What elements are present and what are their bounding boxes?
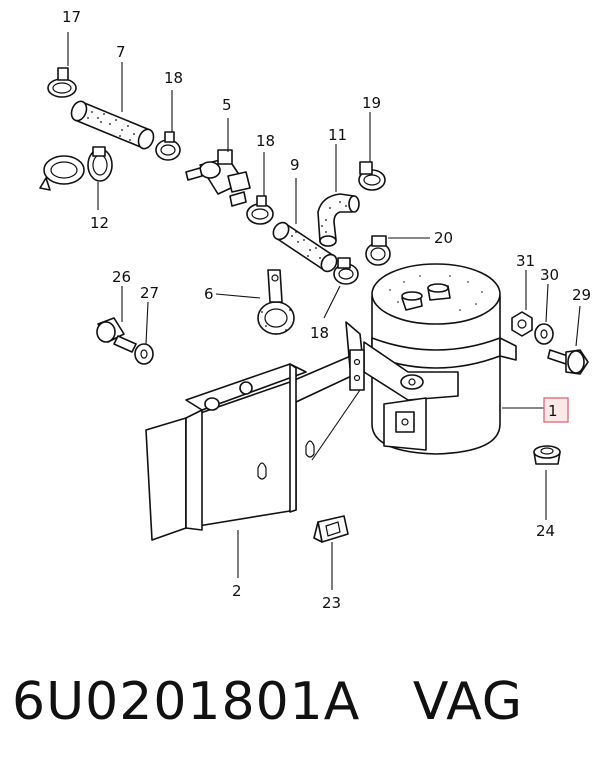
callout-31: 31	[516, 252, 535, 270]
part-6-strap-clamp	[257, 269, 295, 335]
callout-9: 9	[290, 156, 300, 174]
callout-2: 2	[232, 582, 242, 600]
part-12-clamps	[39, 146, 113, 191]
part-23-clip	[313, 515, 349, 543]
part-24-grommet	[533, 445, 561, 465]
callout-1: 1	[548, 402, 558, 420]
callout-23: 23	[322, 594, 341, 612]
callout-11: 11	[328, 126, 347, 144]
callout-1-highlight-box	[543, 397, 569, 423]
part-18-hose-clamp-lower	[333, 257, 359, 285]
part-17-hose-clamp	[47, 67, 77, 98]
callout-20: 20	[434, 229, 453, 247]
part-19-hose-clamp	[358, 161, 386, 191]
callout-18-middle: 18	[256, 132, 275, 150]
part-1-canister	[345, 263, 517, 455]
part-18-hose-clamp-upper	[155, 131, 181, 161]
callout-29: 29	[572, 286, 591, 304]
part-5-valve	[185, 149, 251, 207]
callout-19: 19	[362, 94, 381, 112]
callout-6: 6	[204, 285, 214, 303]
callout-7: 7	[116, 43, 126, 61]
callout-26: 26	[112, 268, 131, 286]
callout-27: 27	[140, 284, 159, 302]
callout-17: 17	[62, 8, 81, 26]
callout-5: 5	[222, 96, 232, 114]
part-7-hose	[70, 100, 155, 150]
part-29-bolt	[547, 349, 589, 375]
part-30-washer	[534, 323, 554, 345]
part-27-washer	[134, 343, 154, 365]
part-31-nut	[511, 311, 533, 337]
part-number-caption: 6U0201801A VAG	[12, 672, 524, 732]
part-20-hose-clamp	[365, 235, 391, 266]
callout-12: 12	[90, 214, 109, 232]
part-11-elbow-hose	[317, 193, 360, 247]
part-2-mounting-bracket	[145, 351, 361, 541]
callout-18-lower: 18	[310, 324, 329, 342]
part-26-bolt	[96, 317, 137, 353]
callout-30: 30	[540, 266, 559, 284]
callout-24: 24	[536, 522, 555, 540]
part-9-hose	[272, 221, 338, 273]
part-18-hose-clamp-middle	[246, 195, 274, 225]
callout-18-upper: 18	[164, 69, 183, 87]
